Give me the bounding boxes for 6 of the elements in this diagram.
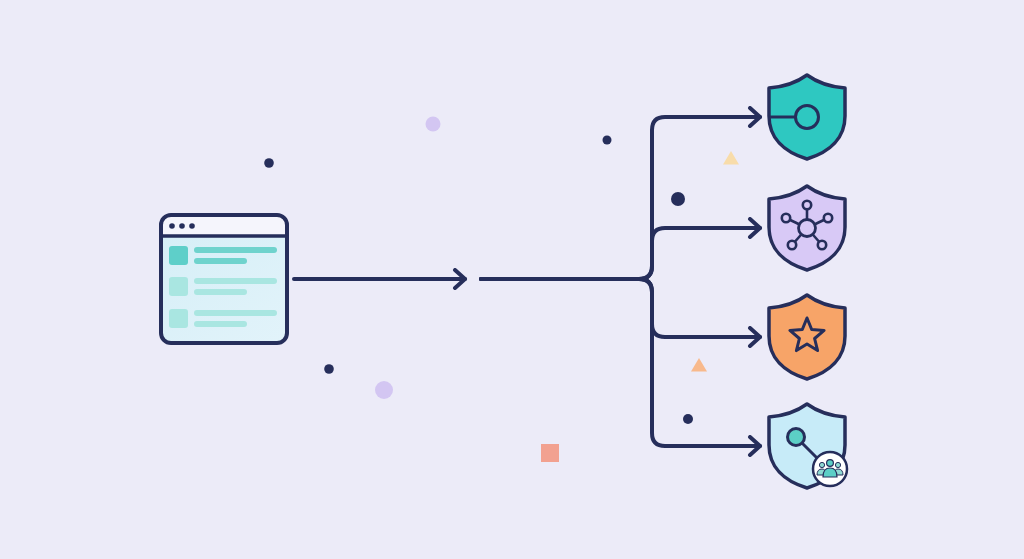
shield-users-icon (764, 401, 850, 491)
shield-network-icon (764, 183, 850, 273)
shield-star-icon (764, 292, 850, 382)
arrow (479, 277, 762, 457)
browser-window-icon (158, 212, 290, 346)
arrow (292, 268, 467, 290)
